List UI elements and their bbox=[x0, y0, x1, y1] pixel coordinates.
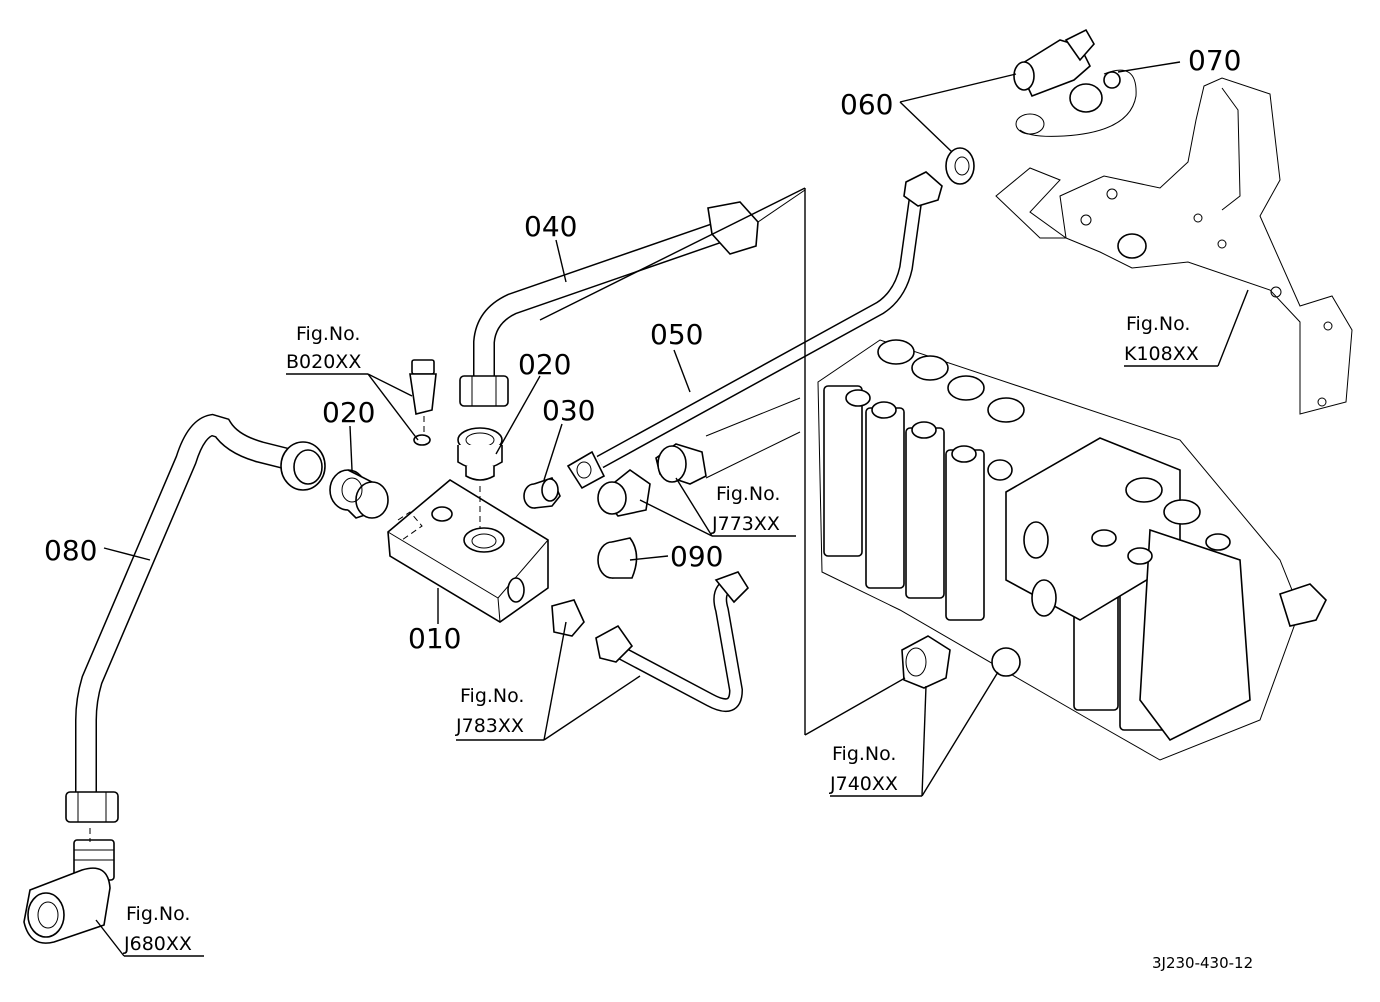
figref-j773-line1: Fig.No. bbox=[716, 483, 780, 505]
figure-references: Fig.No. B020XX Fig.No. K108XX Fig.No. J7… bbox=[123, 313, 1199, 955]
control-valve bbox=[817, 339, 1327, 761]
pipe-j783 bbox=[551, 571, 750, 713]
label-010: 010 bbox=[408, 622, 461, 655]
elbow-fitting bbox=[23, 828, 115, 944]
pipe-080 bbox=[65, 413, 326, 823]
figref-j680-line1: Fig.No. bbox=[126, 903, 190, 925]
label-070: 070 bbox=[1188, 44, 1241, 77]
label-090: 090 bbox=[670, 540, 723, 573]
sensor-b020 bbox=[409, 359, 437, 446]
coupler-070 bbox=[1013, 28, 1137, 137]
figref-j680-line2: J680XX bbox=[123, 933, 192, 955]
fitting-j740 bbox=[901, 635, 951, 689]
figref-j783-line1: Fig.No. bbox=[460, 685, 524, 707]
pipe-040 bbox=[459, 189, 806, 407]
fitting-020-top bbox=[457, 427, 503, 528]
drawing-code: 3J230-430-12 bbox=[1152, 954, 1253, 972]
fitting-060 bbox=[945, 147, 975, 185]
fittings-j773 bbox=[597, 397, 801, 517]
figref-j773-line2: J773XX bbox=[711, 513, 780, 535]
figref-j740-line1: Fig.No. bbox=[832, 743, 896, 765]
figref-b020-line2: B020XX bbox=[286, 351, 361, 373]
label-030: 030 bbox=[542, 394, 595, 427]
bracket-k108 bbox=[995, 77, 1353, 415]
figref-b020-line1: Fig.No. bbox=[296, 323, 360, 345]
label-050: 050 bbox=[650, 318, 703, 351]
label-020-top: 020 bbox=[518, 348, 571, 381]
figref-j740-line2: J740XX bbox=[829, 773, 898, 795]
block-010 bbox=[387, 479, 549, 623]
fitting-030 bbox=[523, 477, 561, 509]
pipe-050 bbox=[566, 171, 943, 490]
label-060: 060 bbox=[840, 88, 893, 121]
part-labels: 040 050 060 070 020 030 020 080 010 090 bbox=[44, 44, 1241, 655]
label-040: 040 bbox=[524, 210, 577, 243]
figref-j783-line2: J783XX bbox=[455, 715, 524, 737]
figref-k108-line1: Fig.No. bbox=[1126, 313, 1190, 335]
leader-lines bbox=[95, 61, 1249, 957]
fitting-020-left bbox=[329, 469, 389, 519]
label-080: 080 bbox=[44, 534, 97, 567]
plug-090 bbox=[597, 537, 638, 579]
label-020-left: 020 bbox=[322, 396, 375, 429]
figref-k108-line2: K108XX bbox=[1124, 343, 1199, 365]
